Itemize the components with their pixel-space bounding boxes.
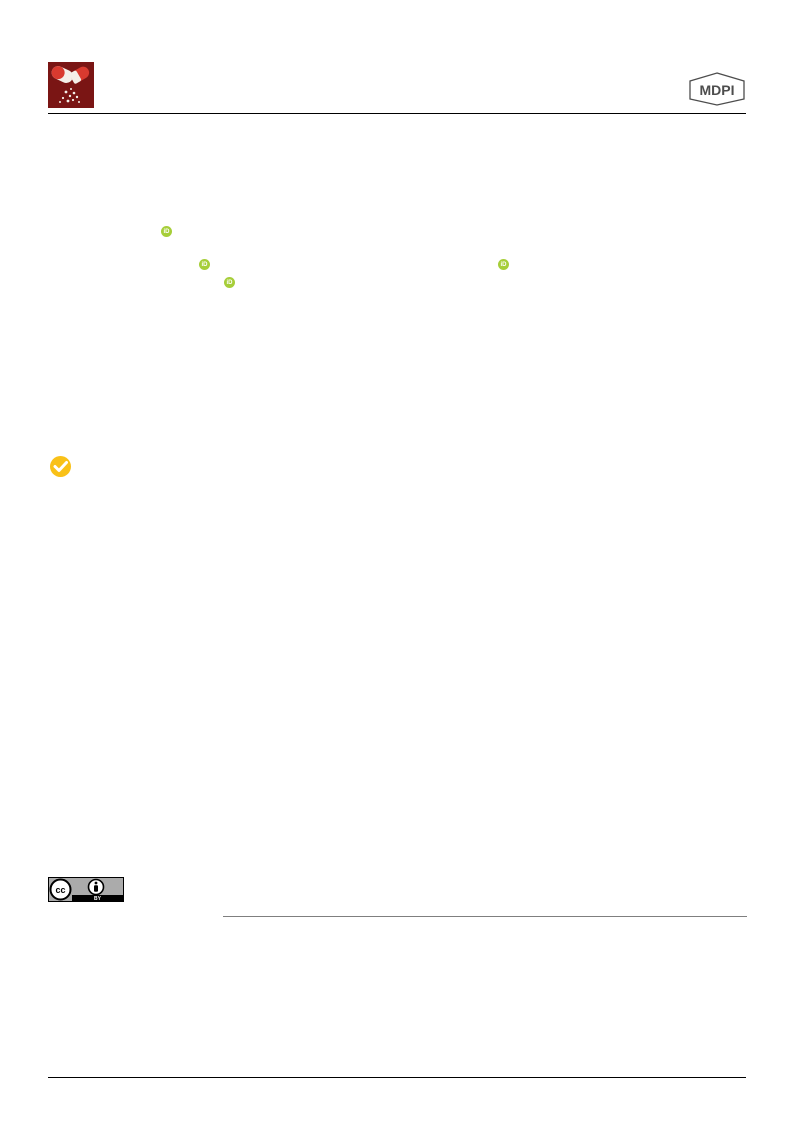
orcid-icon-label: iD — [500, 261, 507, 268]
orcid-icon-label: iD — [163, 228, 170, 235]
orcid-icon-label: iD — [226, 279, 233, 286]
capsule-icon — [48, 62, 94, 108]
orcid-icon-label: iD — [201, 261, 208, 268]
header-rule — [48, 113, 746, 114]
footer-rule — [48, 1077, 746, 1078]
check-for-updates-icon[interactable] — [49, 455, 72, 478]
checkmark-icon — [50, 456, 71, 477]
cc-label: cc — [55, 885, 65, 895]
cc-by-license-icon: cc BY — [48, 877, 124, 902]
orcid-icon[interactable]: iD — [224, 277, 235, 288]
orcid-icon[interactable]: iD — [161, 226, 172, 237]
publisher-logo-mark: MDPI — [689, 72, 745, 106]
publisher-logo-text: MDPI — [700, 82, 735, 98]
orcid-icon[interactable]: iD — [498, 259, 509, 270]
orcid-icon[interactable]: iD — [199, 259, 210, 270]
footnote-rule — [223, 916, 747, 917]
license-badge[interactable]: cc BY — [48, 877, 124, 902]
journal-logo — [48, 62, 94, 108]
publisher-logo: MDPI — [688, 72, 746, 106]
by-label: BY — [94, 896, 102, 902]
